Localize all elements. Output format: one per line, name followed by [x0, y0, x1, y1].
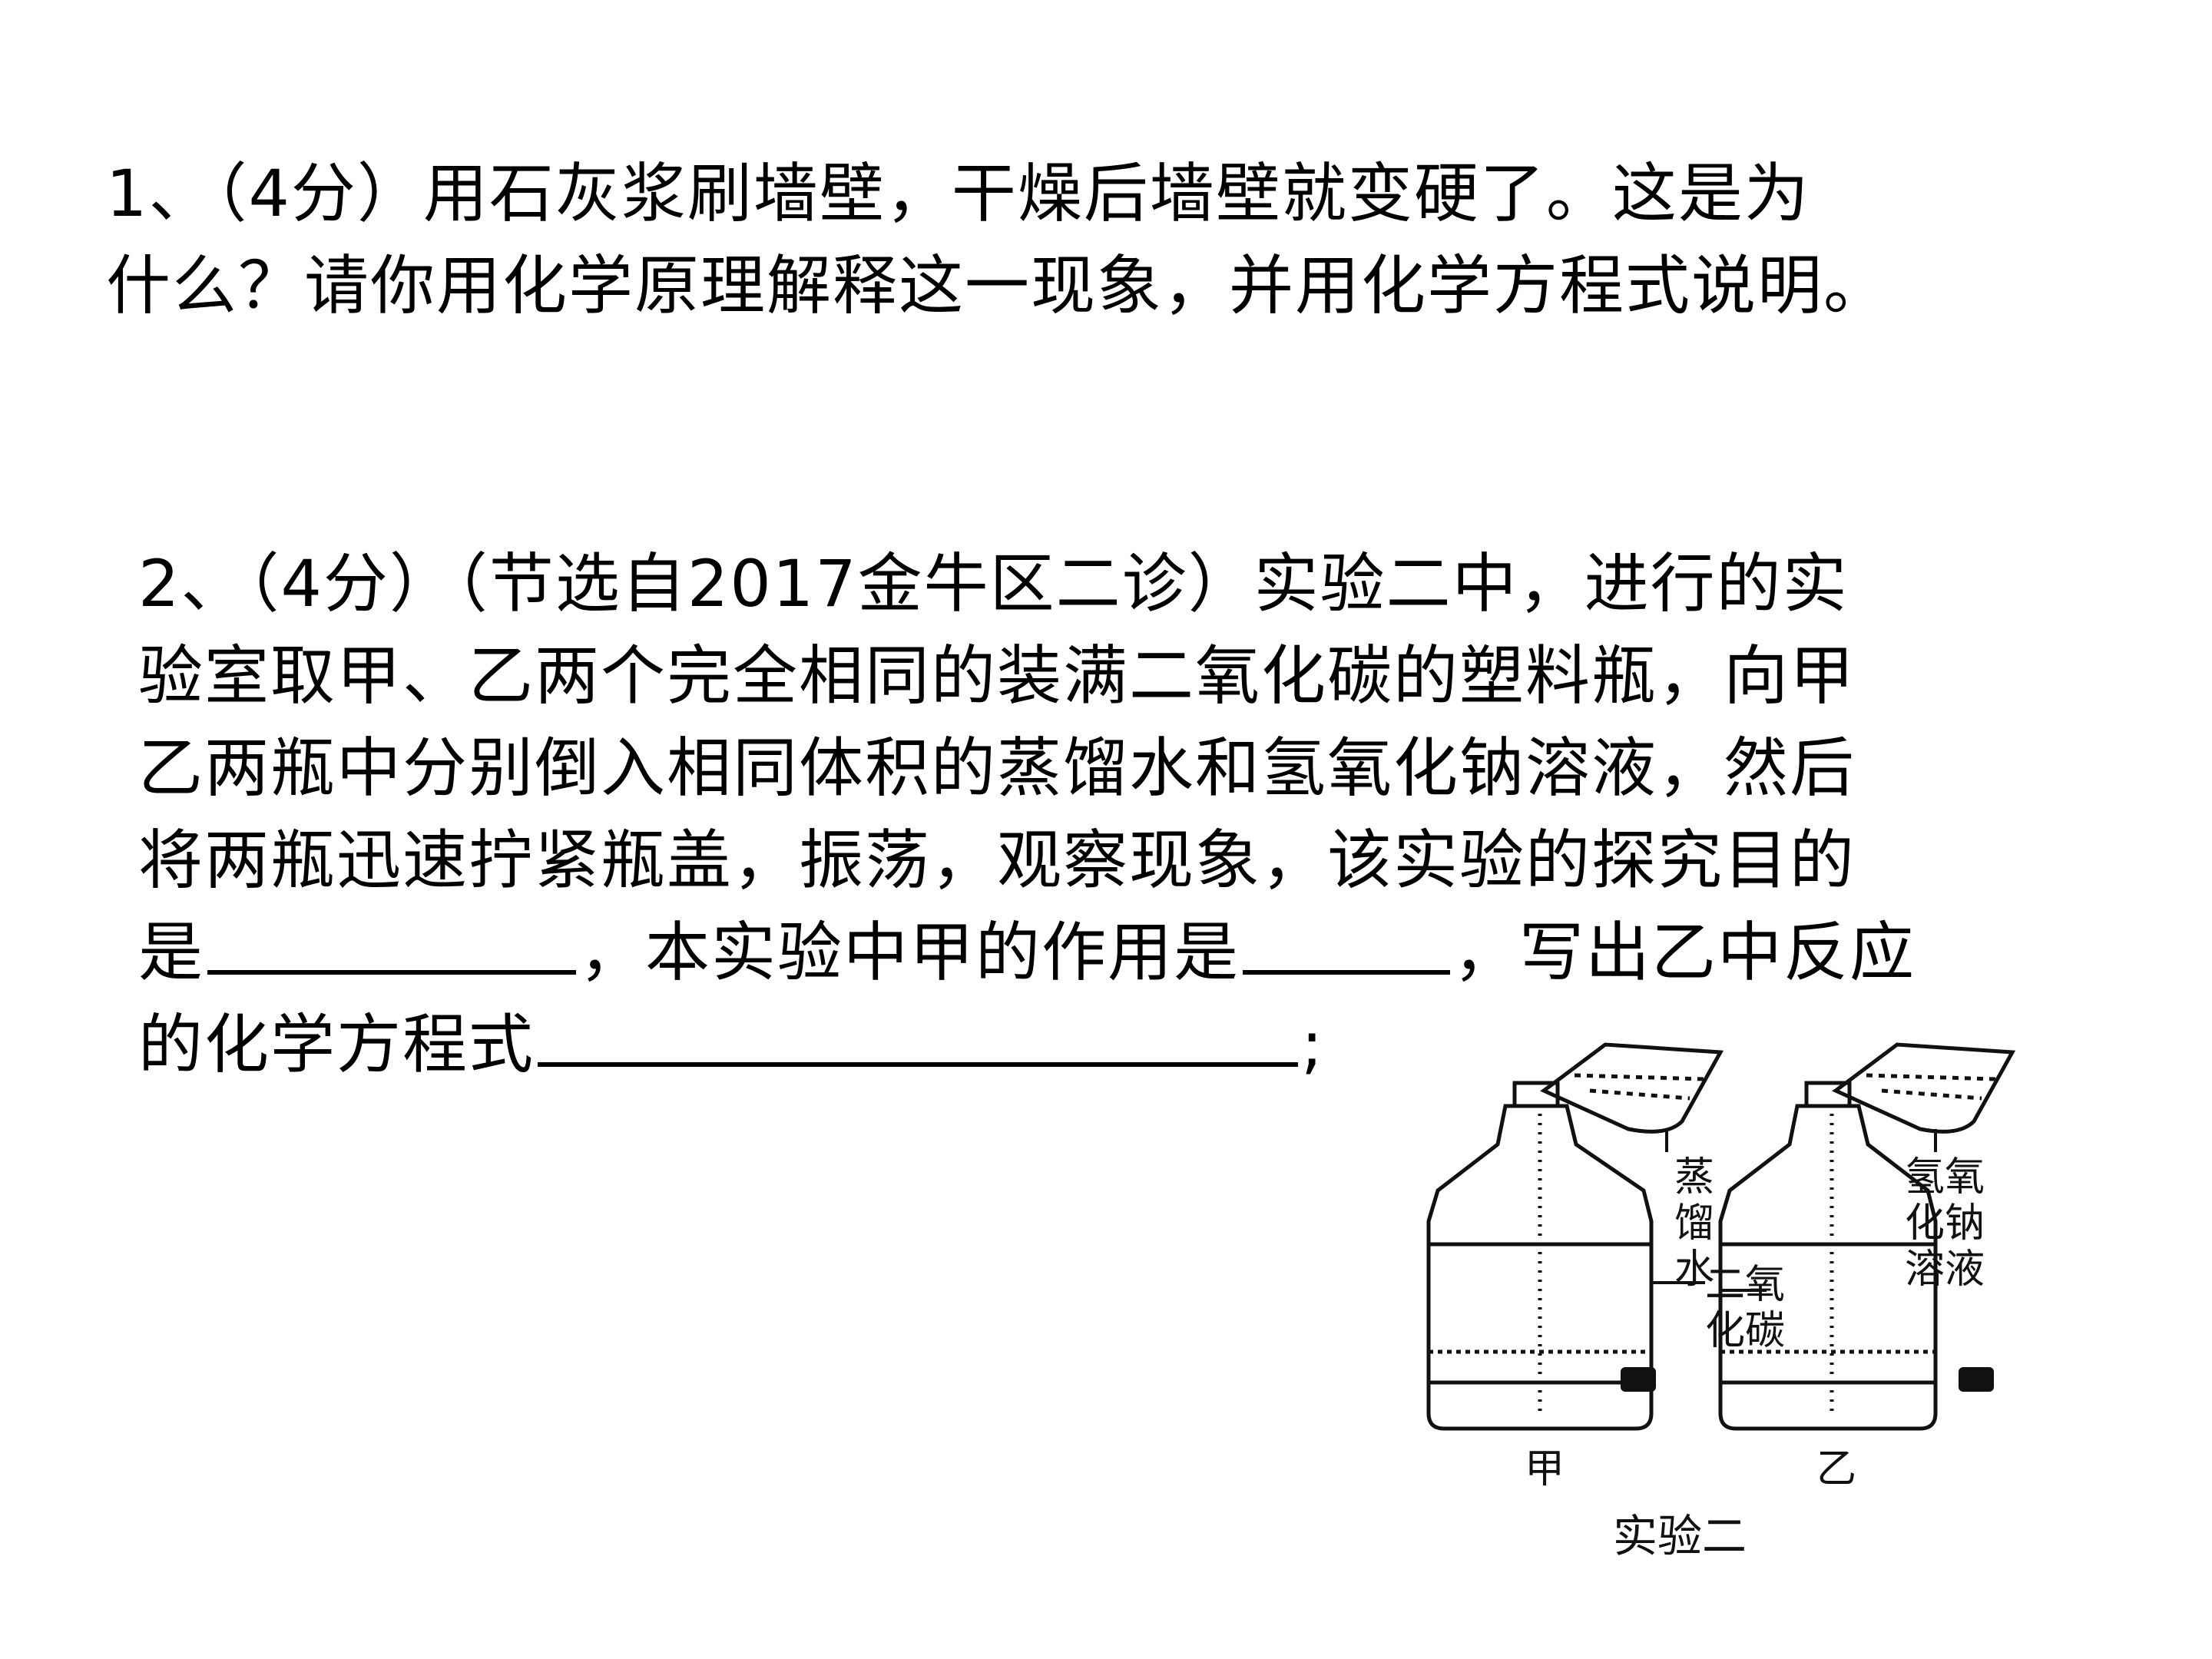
label-bottle-yi: 乙: [1816, 1446, 1856, 1492]
bottle-right: [1718, 1081, 1938, 1431]
marker-icon: [1621, 1367, 1656, 1392]
text-segment: ，本实验中甲的作用是: [579, 915, 1240, 990]
question-2-line-4: 将两瓶迅速拧紧瓶盖，振荡，观察现象，该实验的探究目的: [138, 823, 1856, 898]
question-2: 2、（4分）（节选自2017金牛区二诊）实验二中，进行的实 验室取甲、乙两个完全…: [138, 538, 2104, 1091]
marker-icon: [1959, 1367, 1994, 1392]
label-naoh-1: 氢氧: [1905, 1154, 1985, 1200]
question-2-line-1: 2、（4分）（节选自2017金牛区二诊）实验二中，进行的实: [138, 546, 1849, 621]
experiment-diagram: 蒸 馏 水 二氧 化碳 氢氧 化钠 溶液 甲 乙: [1426, 1042, 2016, 1562]
answer-blank-purpose[interactable]: [207, 910, 577, 975]
beaker-right: [1832, 1042, 2016, 1134]
bottle-left: [1426, 1081, 1654, 1431]
question-1: 1、（4分）用石灰浆刷墙壁，干燥后墙壁就变硬了。这是为 什么？请你用化学原理解释…: [106, 147, 2210, 332]
label-naoh-3: 溶液: [1905, 1247, 1985, 1293]
text-segment: 的化学方程式: [138, 1007, 535, 1082]
figure-caption: 实验二: [1613, 1510, 1747, 1562]
text-segment: ，写出乙中反应: [1453, 915, 1916, 990]
question-2-line-5: 是 ，本实验中甲的作用是 ，写出乙中反应: [138, 906, 2104, 998]
label-distilled-water-3: 水: [1674, 1247, 1714, 1293]
label-naoh-2: 化钠: [1905, 1200, 1985, 1247]
question-2-line-3: 乙两瓶中分别倒入相同体积的蒸馏水和氢氧化钠溶液，然后: [138, 730, 1856, 806]
text-segment: 是: [138, 915, 205, 990]
answer-blank-equation[interactable]: [538, 1002, 1299, 1067]
label-distilled-water-1: 蒸: [1674, 1154, 1714, 1200]
question-2-line-2: 验室取甲、乙两个完全相同的装满二氧化碳的塑料瓶，向甲: [138, 638, 1856, 714]
label-distilled-water-2: 馏: [1674, 1200, 1714, 1247]
experiment-figure: 蒸 馏 水 二氧 化碳 氢氧 化钠 溶液 甲 乙: [1398, 1029, 2058, 1567]
question-1-line-1: 1、（4分）用石灰浆刷墙壁，干燥后墙壁就变硬了。这是为: [106, 156, 1810, 231]
question-1-line-2: 什么？请你用化学原理解释这一现象，并用化学方程式说明。: [106, 248, 1890, 323]
text-segment: ;: [1301, 1007, 1325, 1082]
question-2-line-6: 的化学方程式;: [138, 998, 2104, 1091]
answer-blank-role[interactable]: [1243, 910, 1451, 975]
label-bottle-jia: 甲: [1525, 1446, 1565, 1492]
label-co2-1: 二氧: [1705, 1262, 1785, 1308]
label-co2-2: 化碳: [1705, 1308, 1785, 1354]
